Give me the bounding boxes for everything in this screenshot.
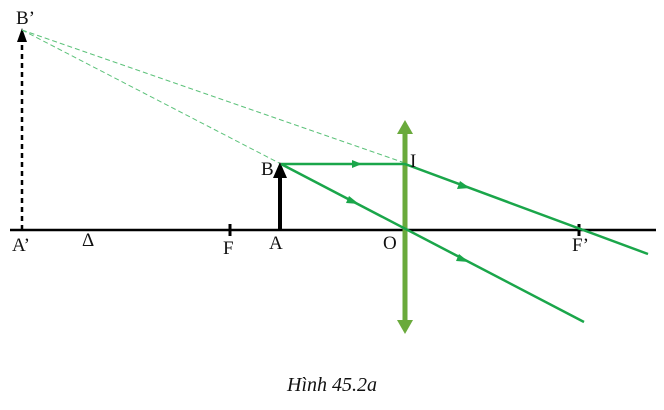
label-o: O bbox=[383, 233, 397, 254]
virtual-image-arrowhead bbox=[17, 28, 27, 42]
ray-parallel-refracted bbox=[281, 162, 649, 256]
ray-through-center bbox=[280, 162, 585, 324]
label-a: A bbox=[269, 233, 283, 254]
label-delta: Δ bbox=[82, 230, 94, 251]
label-f-prime: F’ bbox=[572, 235, 589, 256]
ray-2-arrow-b bbox=[456, 254, 469, 262]
label-b: B bbox=[261, 159, 274, 180]
lens-top-arrowhead bbox=[397, 120, 413, 134]
object-arrowhead bbox=[273, 162, 287, 178]
label-f: F bbox=[223, 238, 234, 259]
virtual-ray-extension-2 bbox=[21, 29, 282, 165]
lens-bottom-arrowhead bbox=[397, 320, 413, 334]
label-i: I bbox=[410, 151, 416, 172]
ray-1-arrow-a bbox=[352, 160, 362, 168]
virtual-ray-extension-1 bbox=[21, 29, 406, 164]
figure-caption: Hình 45.2a bbox=[286, 374, 377, 396]
ray-2-arrow-a bbox=[346, 196, 359, 204]
label-b-prime: B’ bbox=[16, 8, 35, 29]
label-a-prime: A’ bbox=[12, 235, 30, 256]
ray-1-arrow-b bbox=[457, 181, 470, 189]
